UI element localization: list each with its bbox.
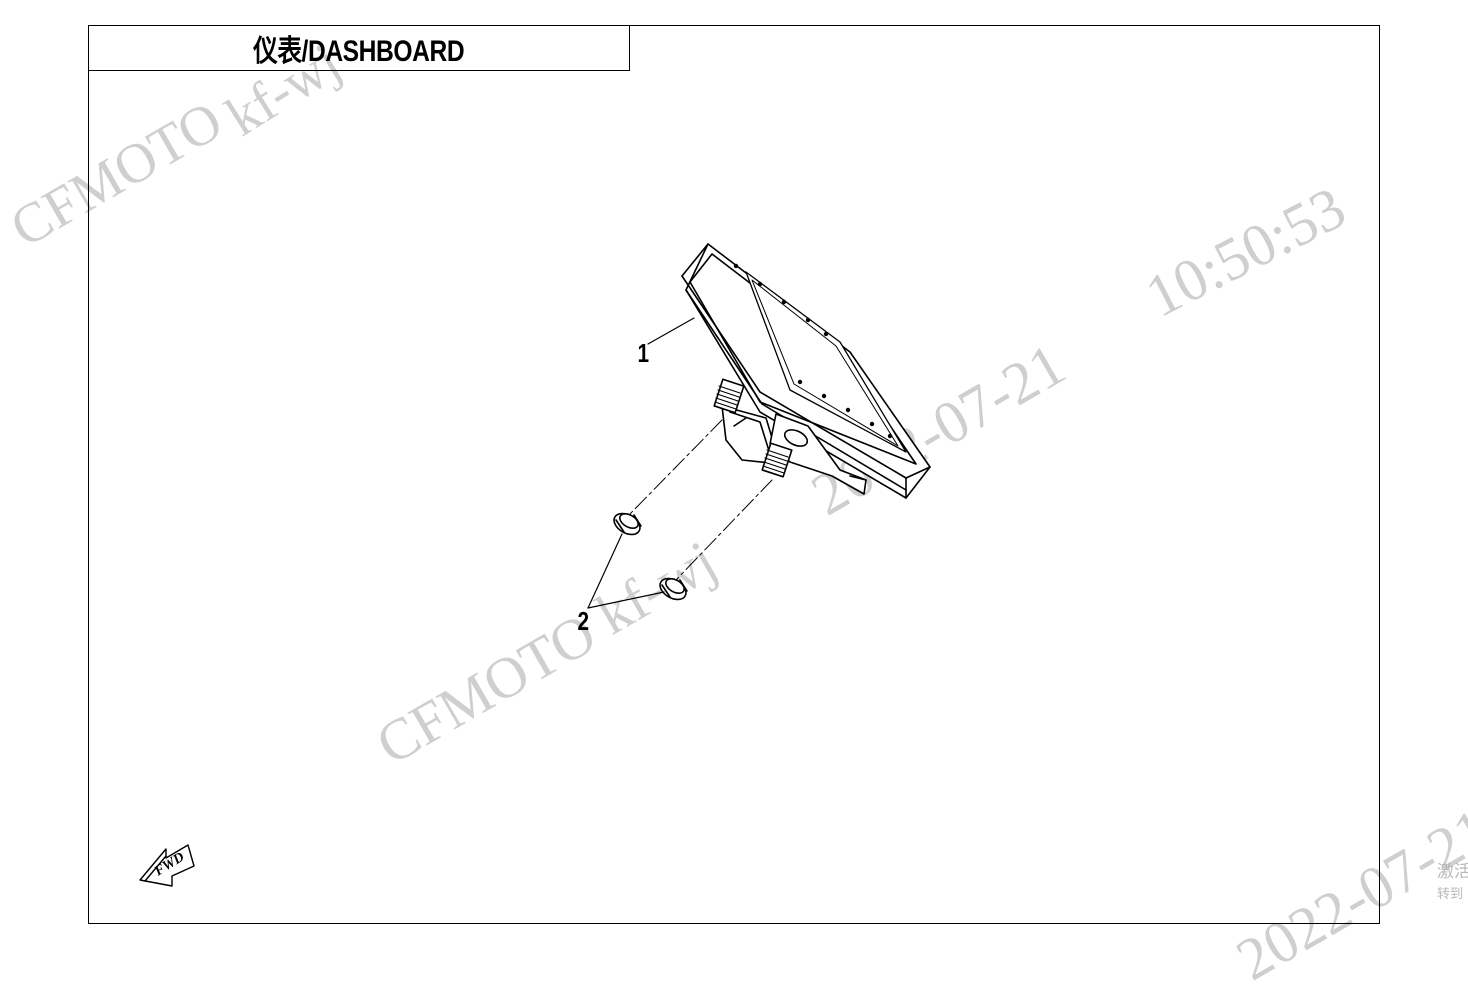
callout-part-1: 1: [637, 338, 650, 368]
system-overlay-line1: 激活: [1437, 862, 1468, 882]
leader-lines: [587, 317, 695, 609]
exploded-view: FWD: [139, 243, 931, 887]
title-block: 仪表/DASHBOARD: [88, 25, 630, 71]
page-title: 仪表/DASHBOARD: [253, 35, 465, 68]
flange-nut-upper: [613, 512, 642, 536]
fwd-arrow-icon: FWD: [139, 844, 195, 887]
system-overlay-line2: 转到: [1437, 887, 1464, 902]
callout-part-2: 2: [577, 606, 590, 636]
stud-left: [713, 378, 745, 414]
stud-right: [761, 429, 809, 478]
drawing-frame: [88, 25, 1380, 924]
drawing-sheet: CFMOTO kf-wj 10:50:53 2022-07-21 kf-wj C…: [1, 25, 1468, 993]
assembly-lines: [627, 419, 773, 583]
flange-nut-lower: [659, 577, 688, 601]
dashboard-unit: [681, 243, 931, 499]
